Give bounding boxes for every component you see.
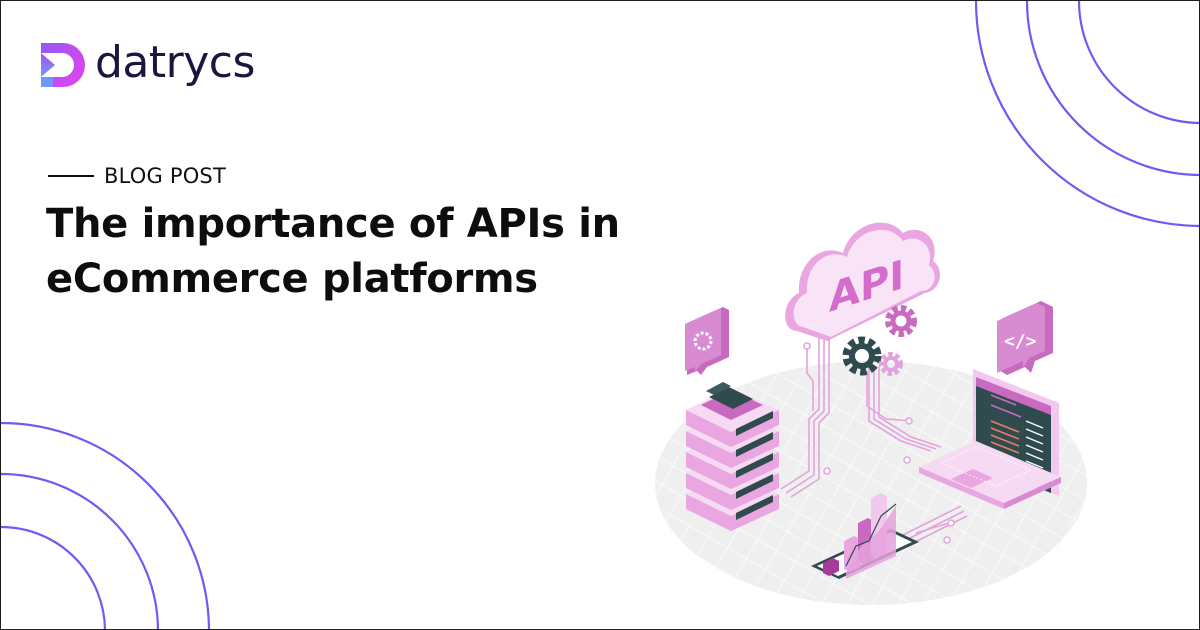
datrycs-logo-icon [41,43,85,87]
gear-icon [693,331,713,351]
trackpad [951,469,993,488]
code-icon: </> [1004,331,1037,352]
phone-chart [811,493,919,579]
page-title: The importance of APIs in eCommerce plat… [46,197,666,307]
brand-logo[interactable]: datrycs [39,41,255,89]
bottom-left-arc-inner [1,525,107,629]
code-lines [990,394,1022,418]
keyboard [940,446,1032,487]
top-right-arc-inner [1077,1,1199,125]
gear-dark-icon [842,336,882,376]
title-line-1: The importance of APIs in [46,201,620,247]
circuit-nodes [803,342,955,544]
eyebrow: BLOG POST [48,164,226,188]
server-rack [686,382,779,531]
laptop [919,369,1061,509]
gears [842,305,917,376]
settings-bubble [685,307,729,375]
top-right-arc-outer [974,1,1199,228]
bottom-left-arc-outer [1,421,211,629]
top-right-arc-middle [1025,1,1199,177]
api-illustration: API </> [655,222,1087,605]
title-line-2: eCommerce platforms [46,256,538,302]
code-bubble: </> [997,301,1053,375]
circuit-traces [780,336,968,547]
brand-wordmark: datrycs [95,37,255,88]
api-cloud: API [785,222,940,341]
bottom-left-arc-middle [1,472,160,629]
eyebrow-rule [48,175,94,177]
eyebrow-label: BLOG POST [104,164,226,188]
gear-light-icon [879,352,903,376]
gear-magenta-icon [885,305,917,337]
